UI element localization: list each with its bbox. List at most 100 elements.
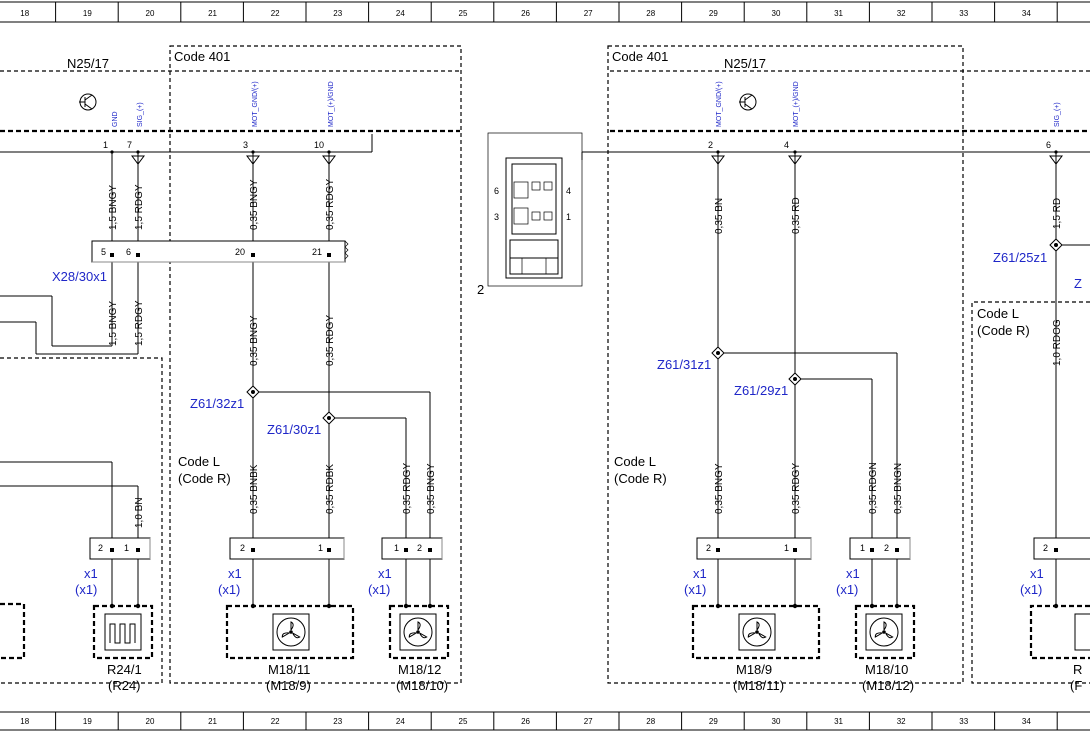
ruler-label: 22 <box>271 9 280 18</box>
svg-text:0,35 RDGY: 0,35 RDGY <box>325 315 336 366</box>
svg-text:1,0 BN: 1,0 BN <box>134 497 145 528</box>
svg-text:0,35 RDGY: 0,35 RDGY <box>791 463 802 514</box>
fan-icon <box>399 613 437 651</box>
code-l-label: Code L <box>614 454 656 469</box>
pin-4: 4 <box>784 140 789 150</box>
ruler-label: 18 <box>20 717 29 726</box>
svg-text:2: 2 <box>477 282 484 297</box>
svg-text:(x1): (x1) <box>218 582 240 597</box>
ruler-label: 32 <box>897 9 906 18</box>
ruler-label: 24 <box>396 717 405 726</box>
svg-text:x1: x1 <box>1030 566 1044 581</box>
ruler-label: 27 <box>584 9 593 18</box>
component-r24-1: R24/1 (R24) <box>92 604 154 693</box>
svg-text:1: 1 <box>318 543 323 553</box>
fan-icon <box>272 613 310 651</box>
svg-text:1,0 RDOG: 1,0 RDOG <box>1052 319 1063 366</box>
svg-text:(x1): (x1) <box>1020 582 1042 597</box>
ruler-label: 21 <box>208 717 217 726</box>
component-label: (M18/12) <box>862 678 914 693</box>
svg-text:1,5 BNGY: 1,5 BNGY <box>108 301 119 346</box>
svg-text:x1: x1 <box>228 566 242 581</box>
svg-text:2: 2 <box>417 543 422 553</box>
svg-text:2: 2 <box>98 543 103 553</box>
ruler-label: 23 <box>333 9 342 18</box>
code-r-label: (Code R) <box>977 323 1030 338</box>
code-l-label: Code L <box>178 454 220 469</box>
svg-text:0,35 RDGN: 0,35 RDGN <box>868 462 879 514</box>
svg-text:R24/1: R24/1 <box>107 662 142 677</box>
pin-7: 7 <box>127 140 132 150</box>
svg-text:0,35 BN: 0,35 BN <box>714 198 725 234</box>
svg-text:1,5 RDGY: 1,5 RDGY <box>134 300 145 346</box>
svg-text:0,35 RD: 0,35 RD <box>791 197 802 234</box>
component-label: M18/11 <box>268 662 310 677</box>
code-r-label: (Code R) <box>178 471 231 486</box>
svg-text:x1: x1 <box>846 566 860 581</box>
svg-text:(x1): (x1) <box>75 582 97 597</box>
splice-label-x28: X28/30x1 <box>52 269 107 284</box>
wire-labels: 1,5 BNGY 1,5 RDGY 0,35 BNGY 0,35 RDGY 1,… <box>108 179 1063 528</box>
wires <box>0 152 1090 608</box>
svg-text:0,35 BNGY: 0,35 BNGY <box>714 463 725 514</box>
ruler-label: 31 <box>834 717 843 726</box>
svg-text:1: 1 <box>860 543 865 553</box>
x28-pin-5: 5 <box>101 247 106 257</box>
ruler-label: 22 <box>271 717 280 726</box>
svg-text:1,5 BNGY: 1,5 BNGY <box>108 185 119 230</box>
pin-1: 1 <box>103 140 108 150</box>
svg-text:6: 6 <box>494 186 499 196</box>
ruler-label: 30 <box>772 717 781 726</box>
pin-3: 3 <box>243 140 248 150</box>
splice-label-z61-29: Z61/29z1 <box>734 383 788 398</box>
svg-text:2: 2 <box>240 543 245 553</box>
ruler-label: 19 <box>83 717 92 726</box>
svg-text:4: 4 <box>566 186 571 196</box>
svg-text:2: 2 <box>1043 543 1048 553</box>
signal-mot-ygnd-right: MOT_(+)/GND <box>793 81 800 127</box>
svg-text:(R24): (R24) <box>108 678 141 693</box>
svg-text:0,35 BNBK: 0,35 BNBK <box>249 464 260 514</box>
svg-text:3: 3 <box>494 212 499 222</box>
svg-text:1: 1 <box>394 543 399 553</box>
pin-2: 2 <box>708 140 713 150</box>
ruler-label: 25 <box>459 717 468 726</box>
svg-text:0,35 BNGN: 0,35 BNGN <box>893 463 904 514</box>
ruler-label: 19 <box>83 9 92 18</box>
svg-text:1: 1 <box>124 543 129 553</box>
fan-icon <box>865 613 903 651</box>
svg-text:x1: x1 <box>693 566 707 581</box>
ruler-label: 28 <box>646 9 655 18</box>
component-label: M18/10 <box>865 662 908 677</box>
splice-label-z61-30: Z61/30z1 <box>267 422 321 437</box>
component-label: (M18/10) <box>396 678 448 693</box>
component-label: M18/9 <box>736 662 772 677</box>
splice-points <box>246 238 1063 425</box>
svg-text:x1: x1 <box>378 566 392 581</box>
signal-gnd: GND <box>112 111 119 127</box>
svg-text:(x1): (x1) <box>684 582 706 597</box>
x28-pin-20: 20 <box>235 247 245 257</box>
splice-label-z61-32: Z61/32z1 <box>190 396 244 411</box>
ruler-label: 24 <box>396 9 405 18</box>
svg-text:(x1): (x1) <box>368 582 390 597</box>
signal-mot-ygnd-left: MOT_(+)/GND <box>328 81 335 127</box>
component-label: (F <box>1070 678 1082 693</box>
svg-text:(x1): (x1) <box>836 582 858 597</box>
code-r-label: (Code R) <box>614 471 667 486</box>
component-label: (M18/11) <box>733 678 784 693</box>
ruler-label: 21 <box>208 9 217 18</box>
x28-pin-6: 6 <box>126 247 131 257</box>
component-label: M18/12 <box>398 662 441 677</box>
ruler-label: 25 <box>459 9 468 18</box>
ruler-label: 20 <box>146 717 155 726</box>
ruler-label: 26 <box>521 9 530 18</box>
ruler-label: 28 <box>646 717 655 726</box>
ruler-label: 31 <box>834 9 843 18</box>
ruler-label: 23 <box>333 717 342 726</box>
code-401-box-left <box>169 45 462 684</box>
component-label: (M18/9) <box>266 678 311 693</box>
